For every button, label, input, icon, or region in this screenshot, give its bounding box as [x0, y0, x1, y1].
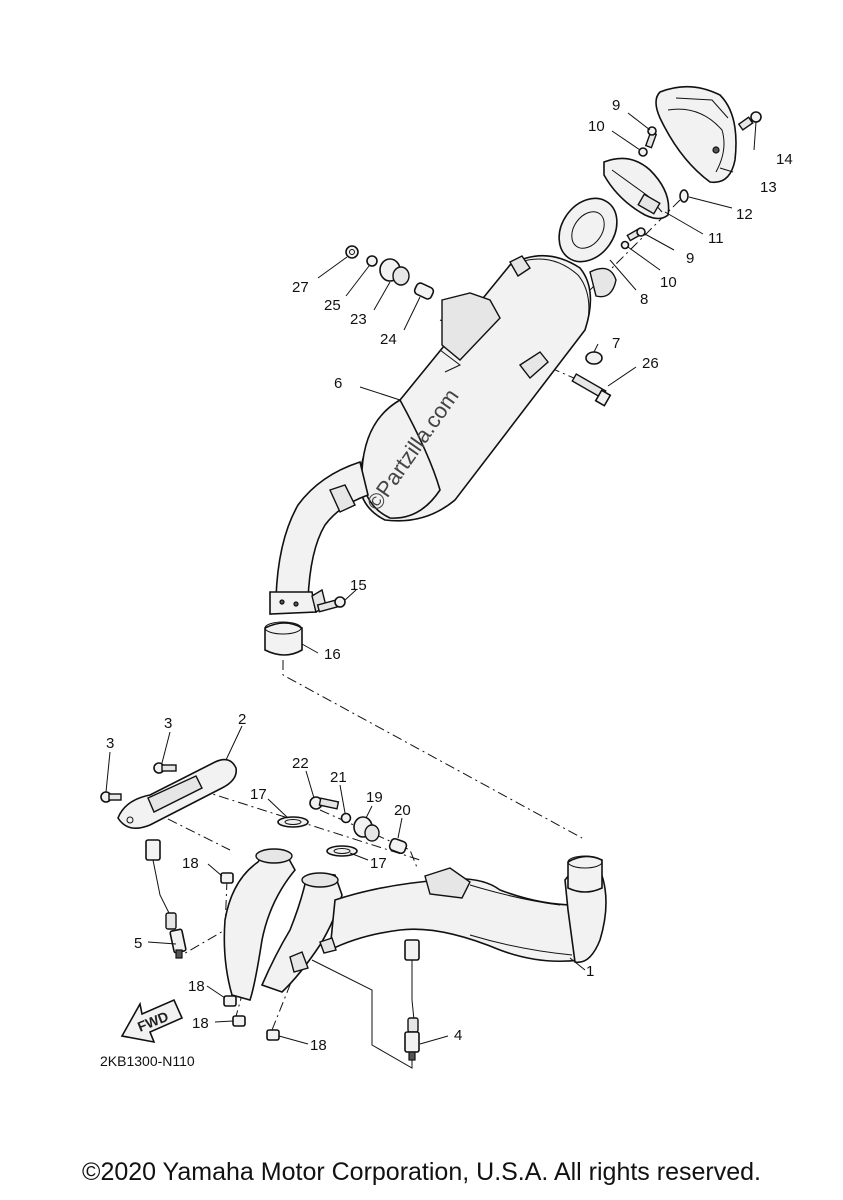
label-5: 5: [134, 935, 142, 952]
gasket-17-right: [326, 845, 358, 857]
label-10-top: 10: [588, 118, 605, 135]
centerline-muffler-to-pipe: [282, 660, 583, 839]
label-9-top: 9: [612, 97, 620, 114]
bolt-3-left: [100, 791, 122, 803]
label-27: 27: [292, 279, 309, 296]
nut-18-c: [232, 1015, 246, 1027]
label-20: 20: [394, 802, 411, 819]
collar-24: [413, 282, 435, 300]
cap-7: [585, 351, 603, 365]
nut-18-d: [266, 1029, 280, 1041]
label-17-right: 17: [370, 855, 387, 872]
label-6: 6: [334, 375, 342, 392]
label-23: 23: [350, 311, 367, 328]
copyright-notice: ©2020 Yamaha Motor Corporation, U.S.A. A…: [82, 1158, 761, 1186]
collar-20: [388, 837, 408, 855]
label-11: 11: [708, 230, 724, 247]
sensor-5: [145, 839, 187, 959]
label-18-d: 18: [310, 1037, 327, 1054]
washer-21: [340, 812, 352, 824]
label-18-c: 18: [192, 1015, 209, 1032]
end-cap-bracket: [603, 157, 670, 220]
bolt-26: [571, 373, 612, 407]
label-2: 2: [238, 711, 246, 728]
bolt-3-upper: [153, 762, 177, 774]
exhaust-pipe: [223, 848, 607, 1001]
end-cap-cover: [655, 85, 737, 184]
washer-10-top: [638, 147, 648, 157]
damper-23: [379, 258, 410, 286]
label-10-mid: 10: [660, 274, 677, 291]
label-22: 22: [292, 755, 309, 772]
sensor-4-bracket-line: [311, 959, 413, 1069]
label-24: 24: [380, 331, 397, 348]
label-13: 13: [760, 179, 777, 196]
label-18-a: 18: [182, 855, 199, 872]
label-12: 12: [736, 206, 753, 223]
muffler: [269, 254, 592, 615]
label-7: 7: [612, 335, 620, 352]
label-18-b: 18: [188, 978, 205, 995]
bolt-14: [737, 111, 762, 131]
gasket-8: [558, 197, 618, 298]
bolt-22: [309, 796, 340, 810]
label-26: 26: [642, 355, 659, 372]
label-17-left: 17: [250, 786, 267, 803]
screw-9-top: [644, 126, 658, 149]
label-4: 4: [454, 1027, 462, 1044]
washer-10-mid: [620, 240, 630, 250]
label-3-upper: 3: [164, 715, 172, 732]
label-9-mid: 9: [686, 250, 694, 267]
label-15: 15: [350, 577, 367, 594]
nut-18-a: [220, 872, 234, 884]
bolt-15: [316, 596, 346, 613]
fwd-arrow: FWD: [120, 998, 184, 1044]
label-8: 8: [640, 291, 648, 308]
label-14: 14: [776, 151, 793, 168]
damper-19: [353, 816, 380, 842]
gasket-17-left: [277, 816, 309, 828]
nut-18-b: [223, 995, 237, 1007]
grommet-12: [679, 189, 689, 203]
leader-lines: [105, 112, 757, 1045]
washer-25: [366, 255, 378, 267]
centerline-nuts-left: [181, 879, 228, 956]
label-21: 21: [330, 769, 347, 786]
centerline-guard-bolts: [199, 789, 421, 861]
label-16: 16: [324, 646, 341, 663]
sensor-4: [404, 939, 420, 1061]
label-1: 1: [586, 963, 594, 980]
screw-9-mid: [626, 227, 646, 242]
label-3-left: 3: [106, 735, 114, 752]
protector-2: [117, 758, 238, 830]
gasket-16: [264, 621, 303, 656]
label-19: 19: [366, 789, 383, 806]
label-25: 25: [324, 297, 341, 314]
nut-27: [345, 245, 359, 259]
diagram-code: 2KB1300-N110: [100, 1053, 195, 1069]
